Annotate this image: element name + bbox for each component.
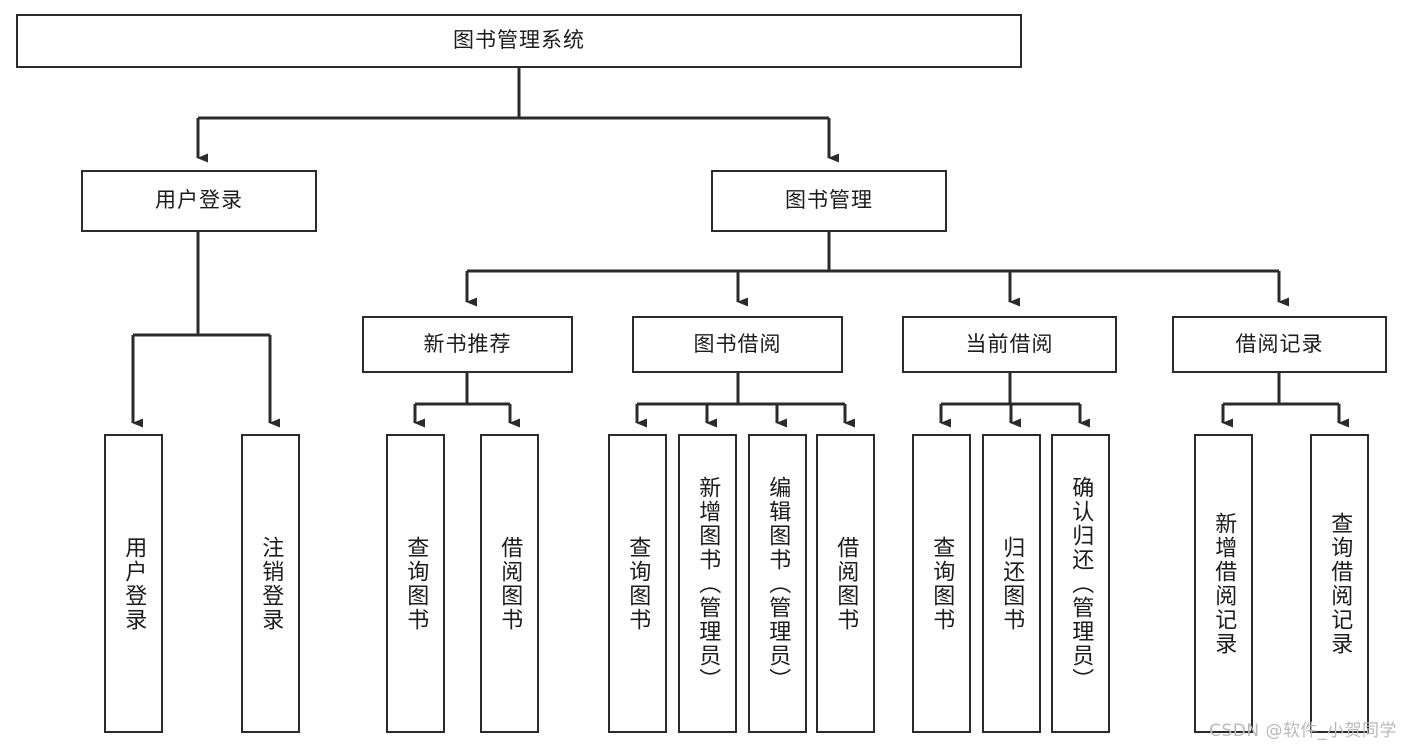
node-leaf-query-record[interactable]: 查询借阅记录 bbox=[1310, 434, 1369, 733]
node-label: 新增借阅记录 bbox=[1211, 511, 1237, 656]
node-leaf-add-book[interactable]: 新增图书（管理员） bbox=[678, 434, 737, 733]
node-label: 查询借阅记录 bbox=[1327, 511, 1353, 656]
node-label: 注销登录 bbox=[258, 535, 284, 632]
node-label: 确认归还（管理员） bbox=[1068, 475, 1094, 692]
node-label: 归还图书 bbox=[999, 535, 1025, 632]
node-label: 用户登录 bbox=[155, 188, 243, 213]
node-label: 借阅图书 bbox=[833, 535, 859, 632]
node-new-book-recommend[interactable]: 新书推荐 bbox=[362, 316, 573, 373]
node-root-system[interactable]: 图书管理系统 bbox=[16, 14, 1022, 68]
csdn-watermark: CSDN @软件_小贺同学 bbox=[1209, 721, 1397, 741]
node-label: 用户登录 bbox=[121, 535, 147, 632]
node-label: 查询图书 bbox=[929, 535, 955, 632]
node-label: 借阅记录 bbox=[1235, 331, 1324, 356]
node-book-management[interactable]: 图书管理 bbox=[711, 170, 947, 232]
node-current-borrow[interactable]: 当前借阅 bbox=[902, 316, 1117, 373]
node-leaf-query-book-2[interactable]: 查询图书 bbox=[608, 434, 667, 733]
node-label: 查询图书 bbox=[625, 535, 651, 632]
node-leaf-confirm-return[interactable]: 确认归还（管理员） bbox=[1051, 434, 1110, 733]
node-label: 借阅图书 bbox=[497, 535, 523, 632]
node-leaf-query-book-1[interactable]: 查询图书 bbox=[386, 434, 445, 733]
node-borrow-record[interactable]: 借阅记录 bbox=[1172, 316, 1387, 373]
node-leaf-return-book[interactable]: 归还图书 bbox=[982, 434, 1041, 733]
node-leaf-add-record[interactable]: 新增借阅记录 bbox=[1194, 434, 1253, 733]
node-label: 图书管理 bbox=[785, 188, 873, 213]
node-leaf-logout-login[interactable]: 注销登录 bbox=[241, 434, 300, 733]
node-label: 新书推荐 bbox=[423, 331, 512, 356]
node-user-login[interactable]: 用户登录 bbox=[81, 170, 317, 232]
node-leaf-query-book-3[interactable]: 查询图书 bbox=[912, 434, 971, 733]
node-leaf-borrow-book-1[interactable]: 借阅图书 bbox=[480, 434, 539, 733]
node-label: 图书管理系统 bbox=[453, 28, 585, 53]
node-label: 新增图书（管理员） bbox=[695, 475, 721, 692]
node-label: 编辑图书（管理员） bbox=[765, 475, 791, 692]
node-leaf-user-login[interactable]: 用户登录 bbox=[104, 434, 163, 733]
node-leaf-borrow-book-2[interactable]: 借阅图书 bbox=[816, 434, 875, 733]
node-label: 查询图书 bbox=[403, 535, 429, 632]
node-leaf-edit-book[interactable]: 编辑图书（管理员） bbox=[748, 434, 807, 733]
node-label: 图书借阅 bbox=[693, 331, 782, 356]
node-label: 当前借阅 bbox=[965, 331, 1054, 356]
node-book-borrow[interactable]: 图书借阅 bbox=[632, 316, 843, 373]
